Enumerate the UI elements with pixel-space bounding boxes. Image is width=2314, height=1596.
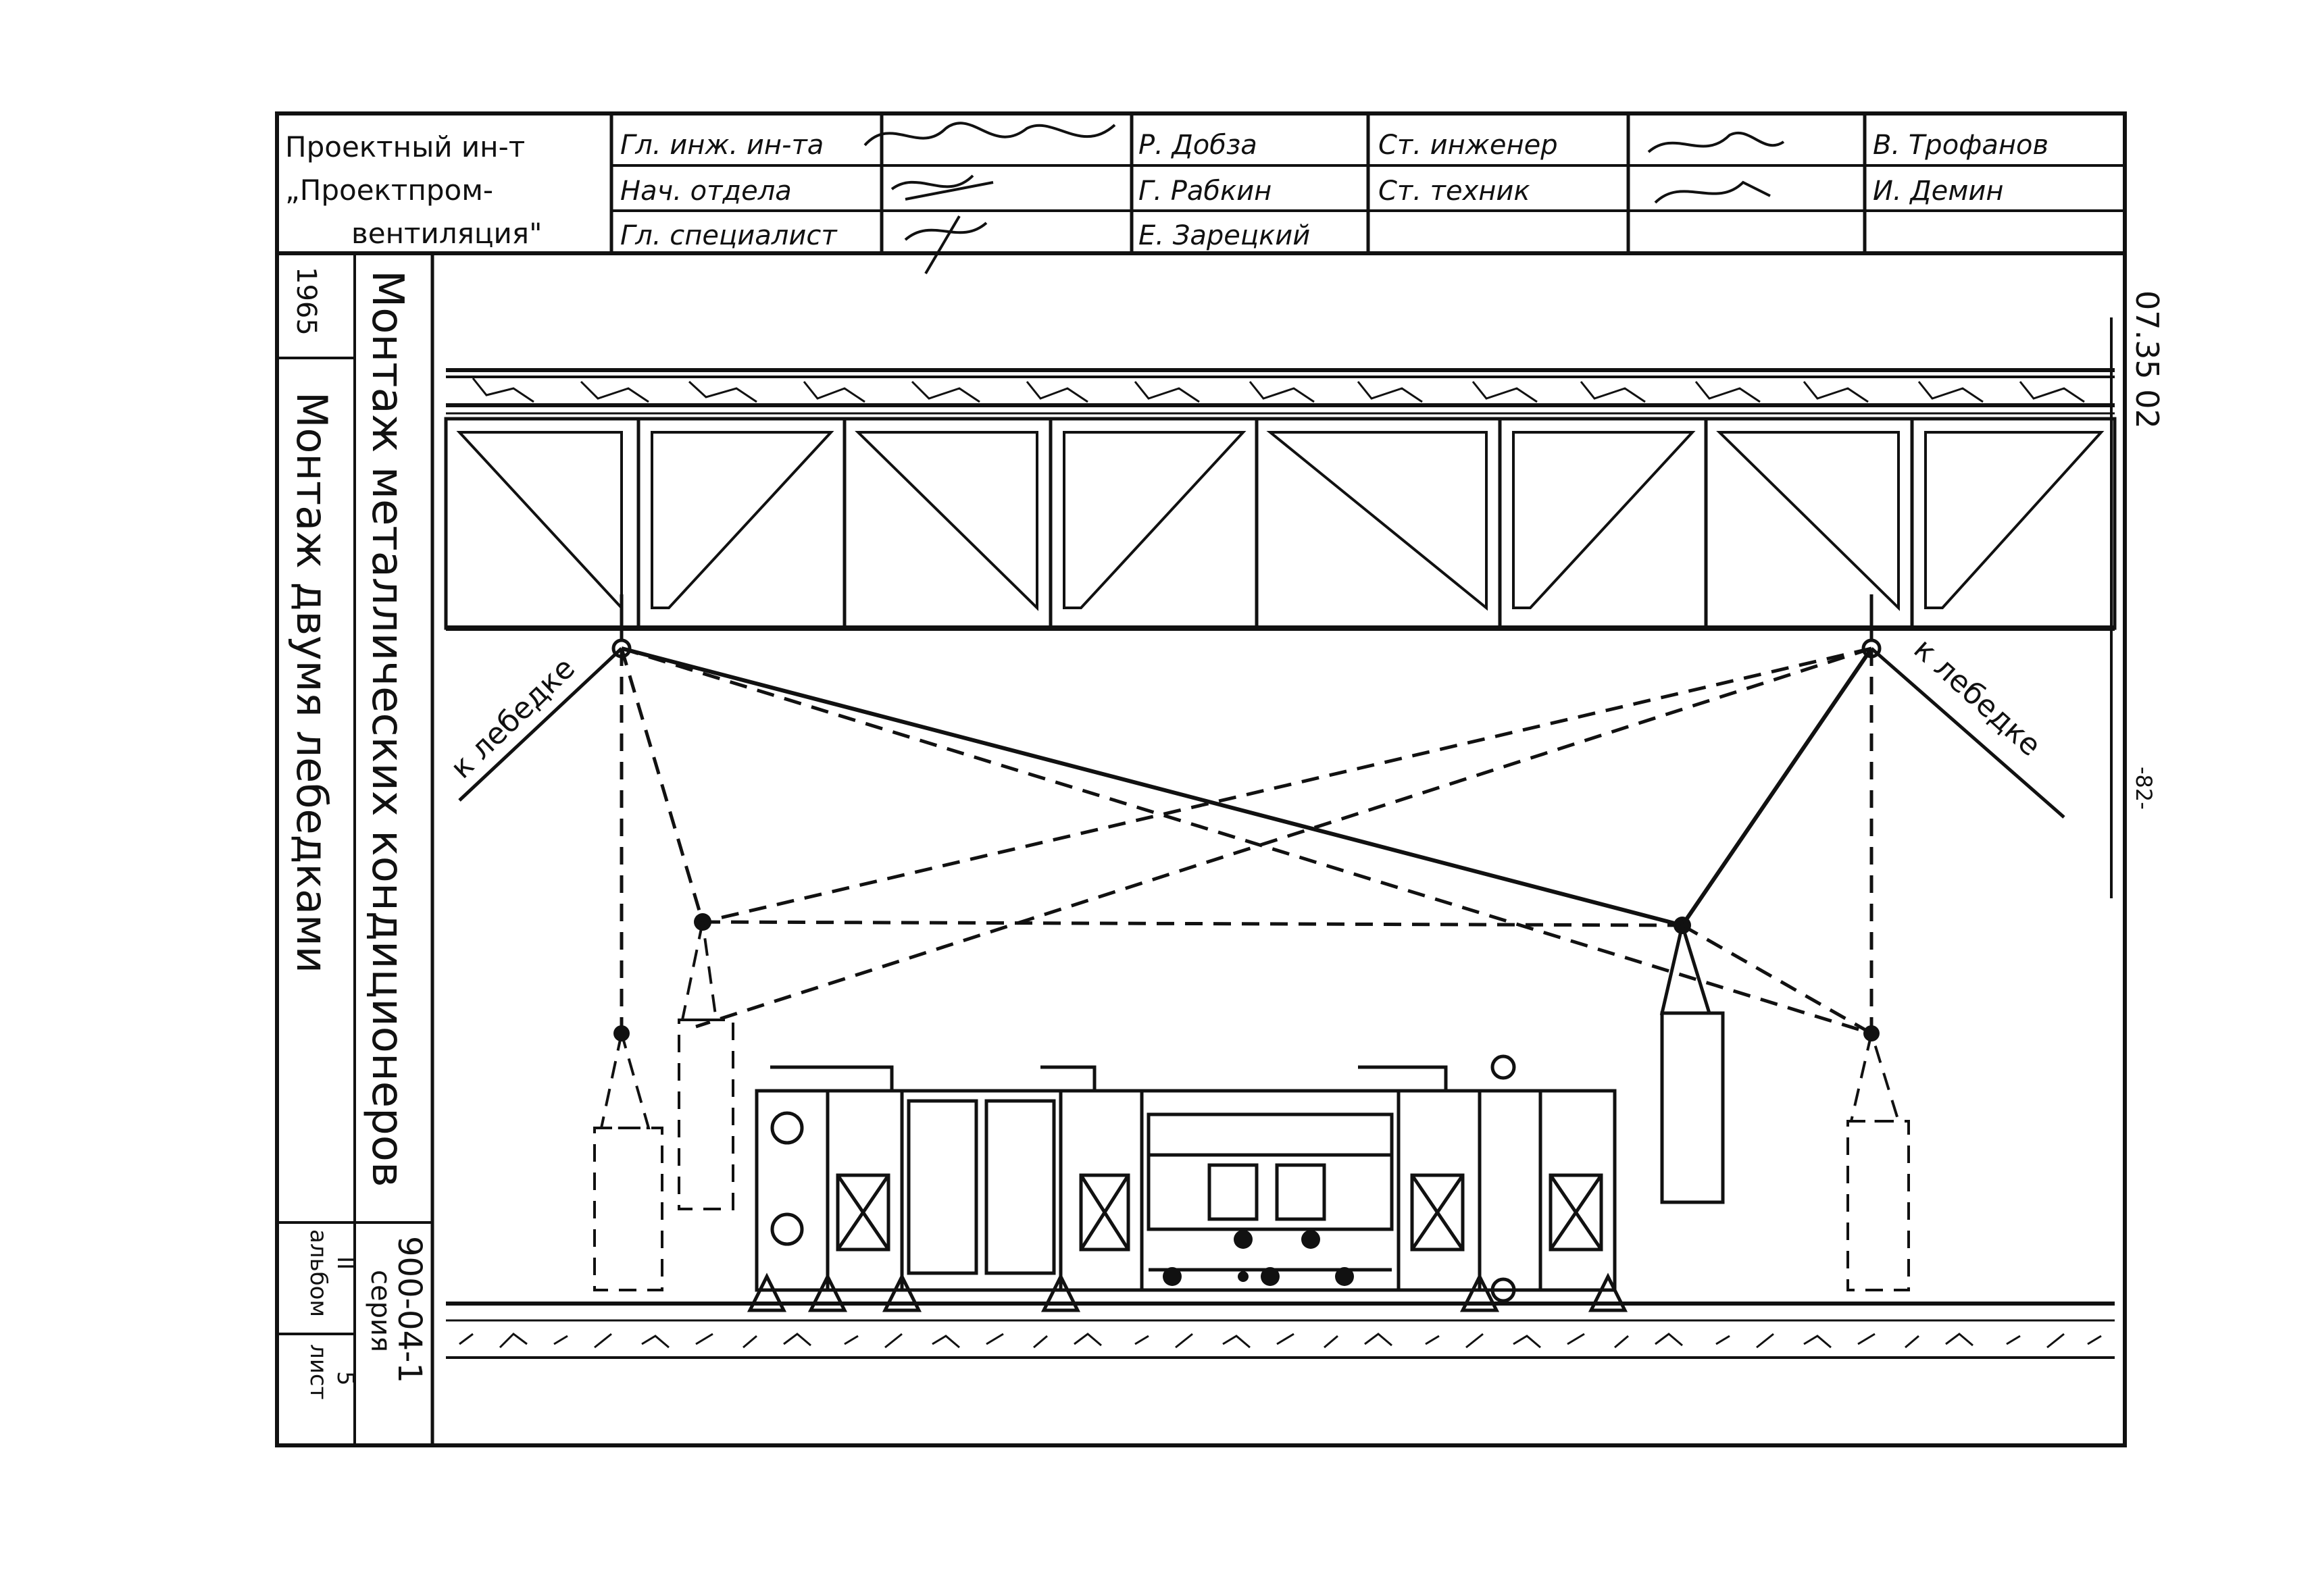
winch-label-left: к лебедке (444, 651, 582, 786)
floor-slab (446, 1302, 2115, 1359)
album-value: II (332, 1256, 359, 1270)
name-demin: И. Демин (1873, 176, 2004, 207)
air-conditioner-unit (755, 1054, 1617, 1292)
name-zaretsky: Е. Зарецкий (1138, 220, 1310, 251)
drawing-subtitle: Монтаж двумя лебедками (287, 392, 336, 973)
institute-line-1: Проектный ин-т (285, 130, 525, 163)
institute-line-2: „Проектпром- (285, 174, 493, 207)
unit-fittings (1163, 1230, 1354, 1286)
left-strip: 1965 Монтаж двумя лебедками Монтаж метал… (277, 253, 434, 1445)
sheet-label: лист (305, 1344, 332, 1399)
suspended-sections (593, 919, 1910, 1291)
roof-truss (444, 368, 2117, 631)
rigging: к лебедке к лебедке (444, 594, 2065, 1041)
drawing-main-title: Монтаж металлических кондиционеров (362, 270, 412, 1187)
role-senior-technician: Ст. техник (1378, 176, 1530, 207)
name-trofanov: В. Трофанов (1873, 130, 2048, 161)
role-department-head: Нач. отдела (620, 176, 792, 207)
series-label: серия (365, 1270, 396, 1352)
year-label: 1965 (291, 267, 322, 336)
name-dobza: Р. Добза (1138, 130, 1257, 161)
series-value: 900-04-1 (391, 1236, 428, 1383)
signature-marks (863, 122, 1785, 275)
drawing-code: 07.35 02 (2129, 290, 2165, 429)
unit-supports (747, 1272, 1628, 1312)
sheet-value: 5 (332, 1371, 359, 1386)
role-chief-engineer: Гл. инж. ин-та (620, 130, 824, 161)
title-block: Проектный ин-т „Проектпром- вентиляция" … (277, 113, 2125, 275)
page-number: -82- (2131, 767, 2157, 810)
outer-frame (275, 111, 2127, 1447)
role-chief-specialist: Гл. специалист (620, 220, 838, 251)
role-senior-engineer: Ст. инженер (1378, 130, 1558, 161)
name-rabkin: Г. Рабкин (1138, 176, 1272, 207)
institute-line-3: вентиляция" (351, 217, 542, 250)
album-label: альбом (305, 1229, 332, 1317)
